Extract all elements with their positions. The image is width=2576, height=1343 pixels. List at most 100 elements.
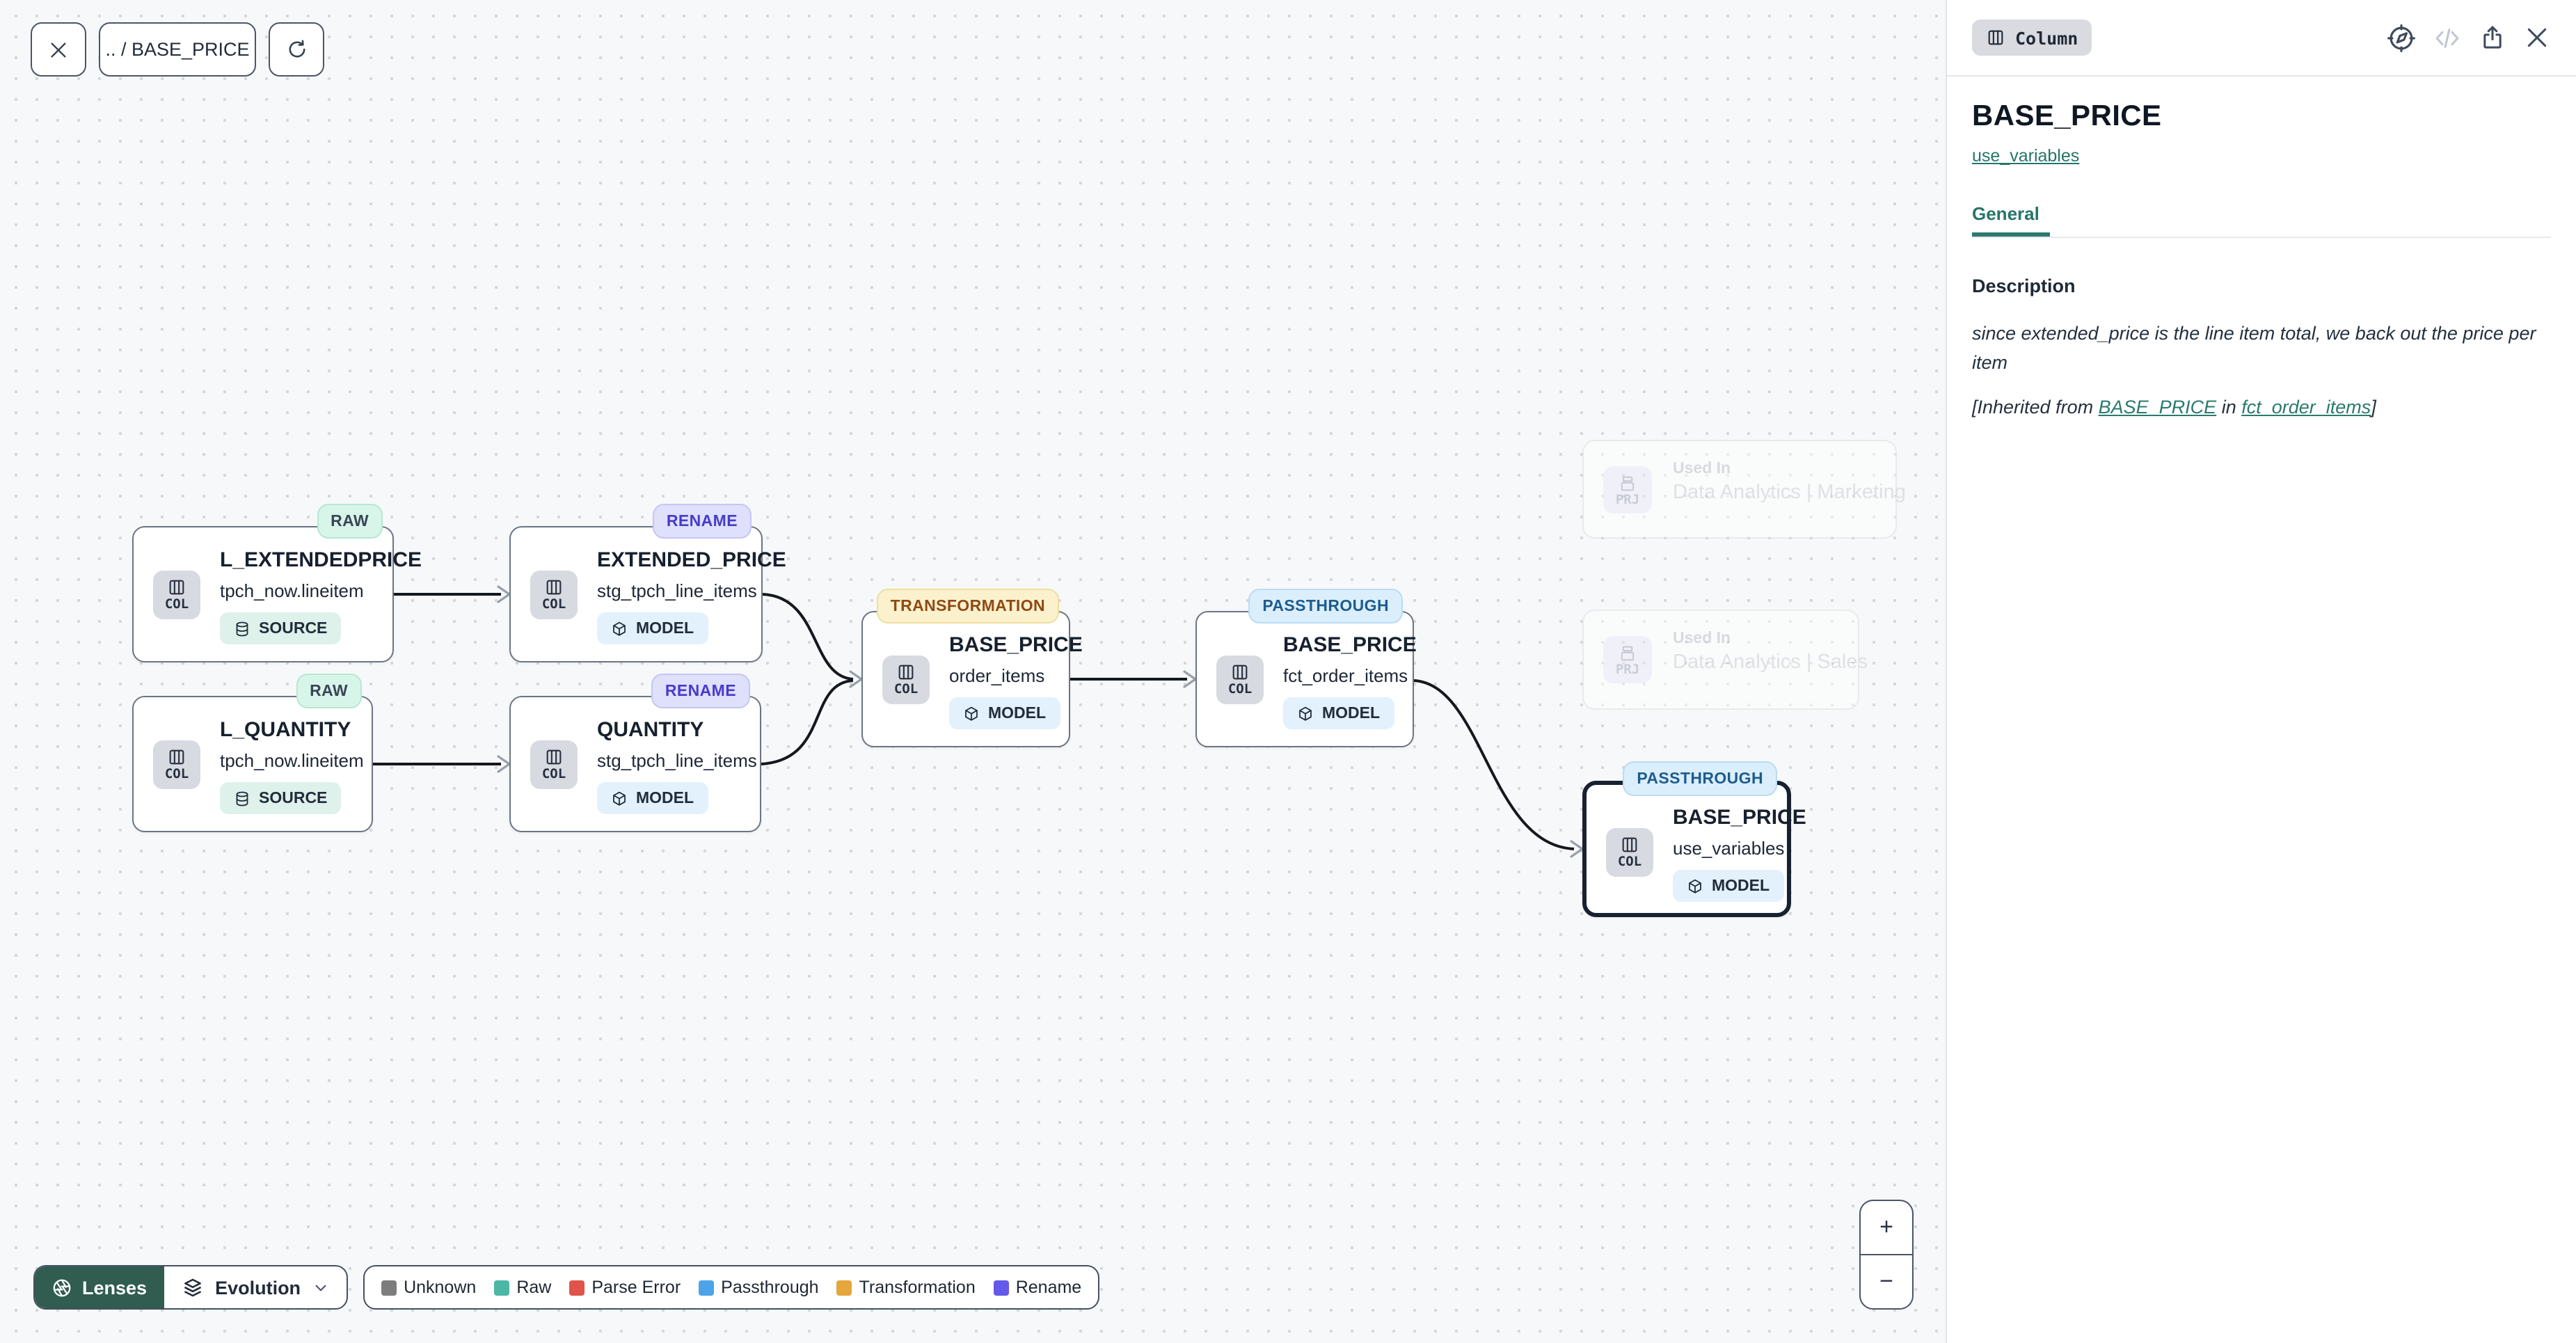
node-title: BASE_PRICE: [949, 633, 1069, 658]
inherited-note: [Inherited from BASE_PRICE in fct_order_…: [1972, 397, 2551, 418]
legend-item: Passthrough: [699, 1278, 818, 1297]
aperture-icon: [51, 1277, 72, 1298]
node-subtitle: use_variables: [1673, 838, 1787, 859]
evolution-badge: RAW: [296, 674, 362, 708]
explore-compass-icon[interactable]: [2387, 23, 2416, 52]
node-type-chip: MODEL: [597, 612, 708, 644]
model-cube-icon: [1297, 705, 1314, 722]
node-type-chip: MODEL: [949, 697, 1060, 729]
model-cube-icon: [1687, 877, 1703, 894]
evolution-badge: RENAME: [651, 674, 750, 708]
lineage-node-l-extendedprice[interactable]: RAW COL L_EXTENDEDPRICE tpch_now.lineite…: [132, 526, 394, 662]
legend-swatch: [381, 1280, 397, 1295]
lens-dropdown[interactable]: Evolution: [164, 1266, 347, 1308]
node-title: L_QUANTITY: [220, 718, 372, 743]
used-in-label: Used In: [1673, 630, 1858, 647]
lineage-node-base-price-fct-order-items[interactable]: PASSTHROUGH COL BASE_PRICE fct_order_ite…: [1195, 611, 1414, 747]
lineage-node-base-price-use-variables-selected[interactable]: PASSTHROUGH COL BASE_PRICE use_variables…: [1582, 781, 1791, 917]
node-type-chip: SOURCE: [220, 782, 341, 814]
legend-item: Rename: [994, 1278, 1082, 1297]
legend-item: Raw: [494, 1278, 551, 1297]
legend-item: Transformation: [837, 1278, 976, 1297]
column-kind-box: COL: [153, 571, 200, 619]
node-subtitle: tpch_now.lineitem: [220, 580, 392, 601]
node-type-chip: MODEL: [1283, 697, 1394, 729]
evolution-legend: Unknown Raw Parse Error Passthrough Tran…: [363, 1265, 1099, 1310]
columns-icon: [1230, 663, 1250, 683]
columns-icon: [896, 663, 916, 683]
used-in-name: Data Analytics | Marketing: [1673, 482, 1895, 504]
column-kind-box: COL: [1216, 655, 1264, 704]
zoom-in-button[interactable]: +: [1861, 1201, 1912, 1255]
used-in-name: Data Analytics | Sales: [1673, 651, 1858, 674]
model-cube-icon: [611, 620, 628, 637]
used-in-node-marketing[interactable]: PRJ Used In Data Analytics | Marketing: [1582, 440, 1897, 539]
share-icon[interactable]: [2479, 24, 2506, 51]
node-title: EXTENDED_PRICE: [597, 548, 761, 573]
lineage-node-base-price-order-items[interactable]: TRANSFORMATION COL BASE_PRICE order_item…: [861, 611, 1070, 747]
node-type-chip: SOURCE: [220, 612, 341, 644]
lineage-node-quantity[interactable]: RENAME COL QUANTITY stg_tpch_line_items …: [509, 696, 761, 832]
breadcrumb[interactable]: .. / BASE_PRICE: [99, 22, 256, 77]
node-type-chip: MODEL: [597, 782, 708, 814]
column-kind-box: COL: [530, 740, 578, 789]
model-cube-icon: [963, 705, 980, 722]
node-subtitle: fct_order_items: [1283, 665, 1413, 686]
lens-selector-group: Lenses Evolution: [33, 1265, 348, 1310]
bottom-bar: Lenses Evolution Unknown Raw Parse Er: [33, 1265, 1099, 1310]
model-link[interactable]: use_variables: [1972, 146, 2079, 166]
zoom-out-button[interactable]: −: [1861, 1255, 1912, 1308]
inherited-column-link[interactable]: BASE_PRICE: [2099, 397, 2217, 418]
description-heading: Description: [1972, 276, 2551, 296]
evolution-badge: RENAME: [653, 504, 752, 539]
chevron-down-icon: [312, 1278, 330, 1296]
project-kind-box: PRJ: [1603, 466, 1652, 514]
close-panel-icon[interactable]: [2523, 24, 2551, 51]
columns-icon: [167, 578, 186, 598]
columns-icon: [1620, 836, 1639, 855]
node-subtitle: stg_tpch_line_items: [597, 580, 761, 601]
legend-swatch: [994, 1280, 1009, 1295]
lenses-button[interactable]: Lenses: [35, 1266, 164, 1308]
project-icon: [1617, 643, 1638, 664]
layers-icon: [180, 1276, 204, 1299]
evolution-badge: TRANSFORMATION: [877, 589, 1059, 623]
column-kind-box: COL: [882, 655, 930, 704]
database-icon: [234, 620, 251, 637]
used-in-node-sales[interactable]: PRJ Used In Data Analytics | Sales: [1582, 610, 1859, 710]
column-kind-box: COL: [1606, 828, 1653, 877]
columns-icon: [544, 748, 564, 768]
tab-general[interactable]: General: [1972, 203, 2051, 237]
legend-swatch: [699, 1280, 714, 1295]
description-body: since extended_price is the line item to…: [1972, 320, 2551, 379]
lineage-node-l-quantity[interactable]: RAW COL L_QUANTITY tpch_now.lineitem SOU…: [132, 696, 373, 832]
legend-item: Parse Error: [569, 1278, 681, 1297]
evolution-badge: PASSTHROUGH: [1248, 589, 1403, 623]
close-lineage-button[interactable]: [31, 22, 86, 77]
columns-icon: [1986, 28, 2005, 47]
legend-swatch: [837, 1280, 852, 1295]
detail-panel: Column BASE_PRICE use_variables General …: [1946, 0, 2576, 1343]
project-icon: [1617, 473, 1638, 494]
evolution-badge: PASSTHROUGH: [1623, 761, 1777, 796]
refresh-button[interactable]: [269, 22, 324, 77]
legend-swatch: [569, 1280, 585, 1295]
inherited-model-link[interactable]: fct_order_items: [2241, 397, 2371, 418]
entity-type-badge: Column: [1972, 19, 2092, 56]
columns-icon: [544, 578, 564, 598]
node-subtitle: stg_tpch_line_items: [597, 750, 760, 771]
node-title: BASE_PRICE: [1673, 806, 1787, 831]
node-subtitle: tpch_now.lineitem: [220, 750, 372, 771]
node-subtitle: order_items: [949, 665, 1069, 686]
node-type-chip: MODEL: [1673, 870, 1783, 902]
evolution-badge: RAW: [317, 504, 383, 539]
zoom-controls: + −: [1859, 1200, 1914, 1310]
columns-icon: [167, 748, 186, 768]
used-in-label: Used In: [1673, 461, 1895, 477]
lineage-canvas[interactable]: .. / BASE_PRICE RAW COL L_EXTENDEDPRICE …: [0, 0, 1946, 1343]
lineage-node-extended-price[interactable]: RENAME COL EXTENDED_PRICE stg_tpch_line_…: [509, 526, 763, 662]
legend-item: Unknown: [381, 1278, 476, 1297]
code-icon: [2433, 23, 2462, 52]
node-title: QUANTITY: [597, 718, 760, 743]
